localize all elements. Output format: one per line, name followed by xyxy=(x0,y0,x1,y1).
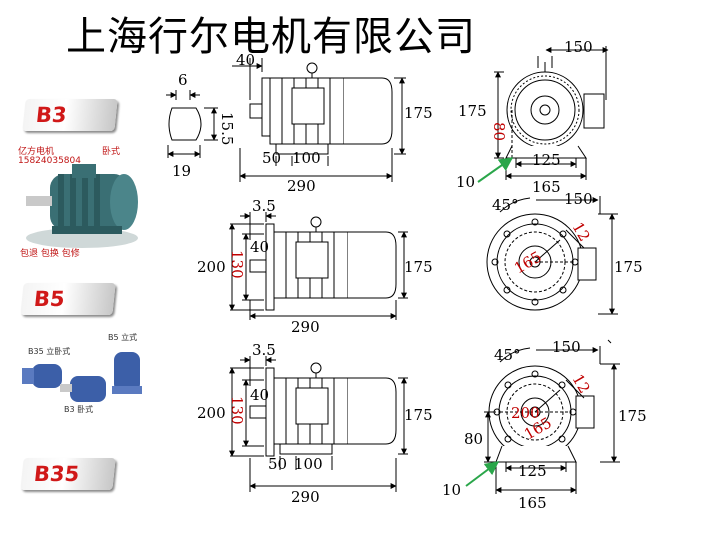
b5-spigot-dia-label: 130 xyxy=(228,250,246,279)
company-title: 上海行尔电机有限公司 xyxy=(66,14,476,60)
b35-motor-side-view xyxy=(229,356,408,492)
b3-base-width-label: 165 xyxy=(532,178,561,196)
photo-phone: 15824035804 xyxy=(18,156,81,166)
photo-brand: 亿方电机 xyxy=(18,147,55,157)
b3-end-width-label: 150 xyxy=(564,38,593,56)
b5-angle-label: 45° xyxy=(492,196,519,214)
photo-b5-label: B5 立式 xyxy=(108,333,138,342)
b35-foot-bolt-label: 10 xyxy=(442,481,461,499)
b3-foot-bolt-label: 10 xyxy=(456,173,475,191)
b35-flange-thick-label: 3.5 xyxy=(252,341,276,359)
product-photo-b3: 亿方电机 15824035804 卧式 包退 包换 包修 xyxy=(12,140,152,262)
b3-shaft-section xyxy=(166,90,218,158)
b35-motor-end-view xyxy=(484,339,620,494)
b3-motor-end-view xyxy=(494,46,609,180)
product-photo-b5-b35: B35 立卧式 B5 立式 B3 卧式 xyxy=(14,326,152,418)
b5-height-label: 175 xyxy=(404,258,433,276)
photo-b35-label: B35 立卧式 xyxy=(28,347,71,356)
b35-foot-bolt-leader xyxy=(465,461,500,487)
b5-length-label: 290 xyxy=(291,318,320,336)
b5-shaft-ext-label: 40 xyxy=(250,238,269,256)
b5-end-height-label: 175 xyxy=(614,258,643,276)
b3-foot-bolt-leader xyxy=(477,157,514,183)
b3-foot-span-label: 125 xyxy=(532,151,561,169)
b3-motor-side-view xyxy=(232,58,406,182)
photo-type: 卧式 xyxy=(102,147,121,157)
b3-shaft-ext-label: 40 xyxy=(236,51,255,69)
b35-flange-dia-end-label: 200 xyxy=(511,404,540,422)
b3-height-label: 175 xyxy=(404,104,433,122)
b35-foot-span-label: 125 xyxy=(518,462,547,480)
b3-shaft-dia-label: 19 xyxy=(172,162,191,180)
b35-end-width-label: 150 xyxy=(552,338,581,356)
b35-end-height-label: 175 xyxy=(618,407,647,425)
b3-centre-height-label: 80 xyxy=(490,122,508,141)
b3-foot-b-label: 100 xyxy=(292,149,321,167)
b35-foot-b-label: 100 xyxy=(294,455,323,473)
b35-spigot-dia-label: 130 xyxy=(228,396,246,425)
b35-length-label: 290 xyxy=(291,488,320,506)
b5-flange-thick-label: 3.5 xyxy=(252,197,276,215)
b3-shaft-height-label: 15.5 xyxy=(218,112,236,145)
photo-services: 包退 包换 包修 xyxy=(20,249,80,259)
motor-photo-group xyxy=(22,352,142,402)
b35-shaft-ext-label: 40 xyxy=(250,386,269,404)
b3-key-width-label: 6 xyxy=(178,71,188,89)
photo-b3-label: B3 卧式 xyxy=(64,405,94,414)
b35-angle-label: 45° xyxy=(494,346,521,364)
b3-end-height-label: 175 xyxy=(458,102,487,120)
b5-end-width-label: 150 xyxy=(564,190,593,208)
b35-foot-a-label: 50 xyxy=(268,455,287,473)
b35-centre-height-label: 80 xyxy=(464,430,483,448)
b5-motor-side-view xyxy=(229,212,408,320)
b5-motor-end-view xyxy=(486,196,618,315)
b35-base-width-label: 165 xyxy=(518,494,547,512)
b35-height-label: 175 xyxy=(404,406,433,424)
b3-length-label: 290 xyxy=(287,177,316,195)
b3-foot-a-label: 50 xyxy=(262,149,281,167)
b35-flange-dia-label: 200 xyxy=(197,404,226,422)
b5-flange-dia-label: 200 xyxy=(197,258,226,276)
motor-photo-b3 xyxy=(26,164,138,248)
